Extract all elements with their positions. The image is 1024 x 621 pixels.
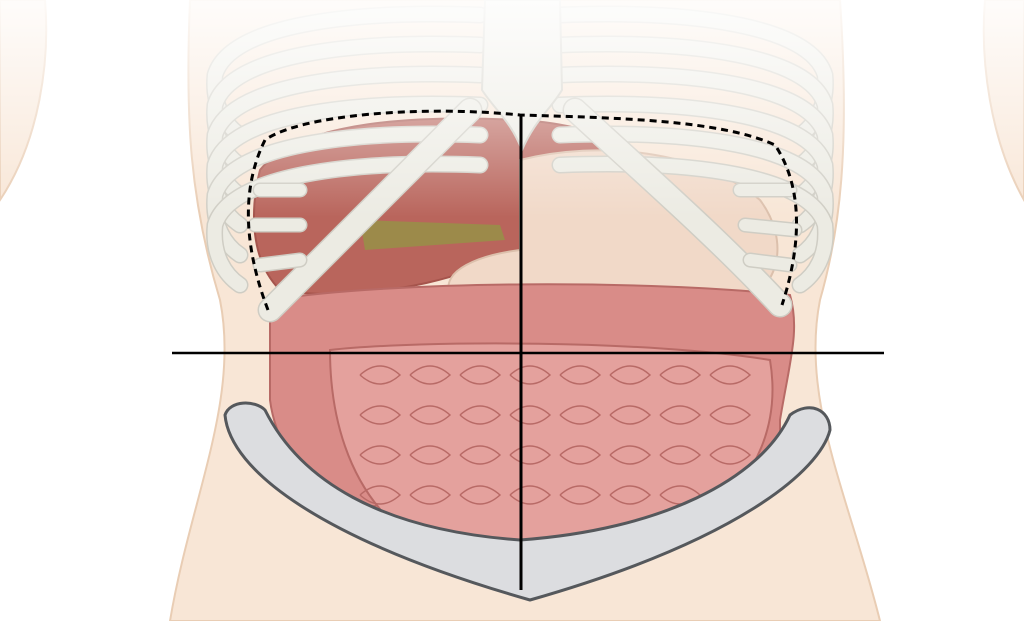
abdominal-quadrant-diagram: [0, 0, 1024, 621]
top-fade: [0, 0, 1024, 621]
